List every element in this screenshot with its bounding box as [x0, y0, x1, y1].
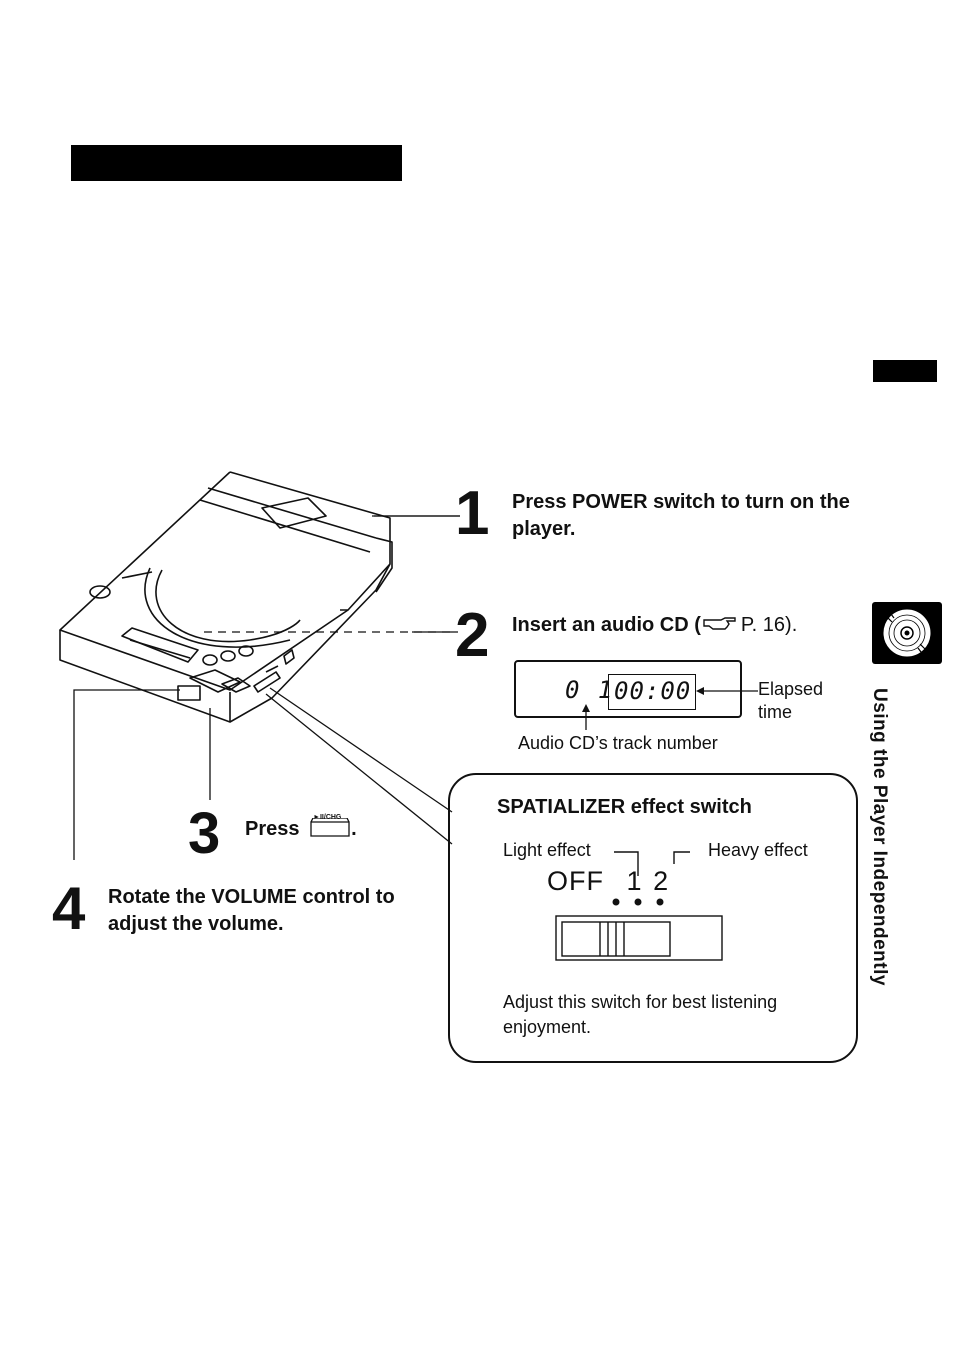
step-2-text: Insert an audio CD ( P. 16).: [512, 612, 862, 639]
switch-positions: OFF 1 2: [547, 866, 669, 897]
cd-disc-icon: [872, 602, 942, 664]
step-3-text: Press ►II/CHG .: [245, 814, 357, 843]
section-tab-marker: [873, 360, 937, 382]
leader-lines: [372, 515, 460, 633]
elapsed-time-label: Elapsed time: [758, 679, 824, 722]
step-3-suffix: .: [351, 818, 357, 840]
lcd-display: [514, 660, 742, 718]
pointing-hand-icon: [703, 617, 736, 630]
side-tab-label: Using the Player Independently: [869, 688, 890, 986]
step-2-main: Insert an audio CD (: [512, 614, 701, 636]
step-number-3: 3: [188, 801, 221, 866]
section-title-bar: [71, 145, 402, 181]
step-number-2: 2: [455, 601, 490, 670]
step-2-ref: P. 16).: [740, 614, 798, 636]
step-number-4: 4: [52, 875, 86, 942]
display-callouts: [582, 704, 590, 730]
light-effect-label: Light effect: [503, 840, 591, 860]
spatializer-panel: [448, 773, 858, 1063]
step-3-main: Press: [245, 818, 300, 840]
lcd-time-frame: [608, 674, 696, 710]
step-1-text: Press POWER switch to turn on the player…: [512, 491, 850, 540]
spatializer-title: SPATIALIZER effect switch: [497, 796, 752, 818]
lcd-elapsed-time: 00:00: [614, 677, 692, 705]
step-4-text: Rotate the VOLUME control to adjust the …: [108, 886, 395, 935]
heavy-effect-label: Heavy effect: [708, 840, 808, 860]
play-button-mark: ►II/CHG: [309, 814, 351, 838]
step-number-1: 1: [455, 479, 490, 548]
elapsed-arrow: [696, 687, 758, 695]
spatializer-note: Adjust this switch for best listening en…: [503, 992, 778, 1037]
position-off: OFF: [547, 866, 604, 896]
lcd-track-number: 0 1: [565, 676, 615, 704]
track-number-label: Audio CD’s track number: [518, 733, 718, 753]
spatializer-switch-diagram: [555, 851, 723, 961]
position-2: 2: [653, 866, 670, 896]
cd-player-illustration: [59, 471, 460, 860]
